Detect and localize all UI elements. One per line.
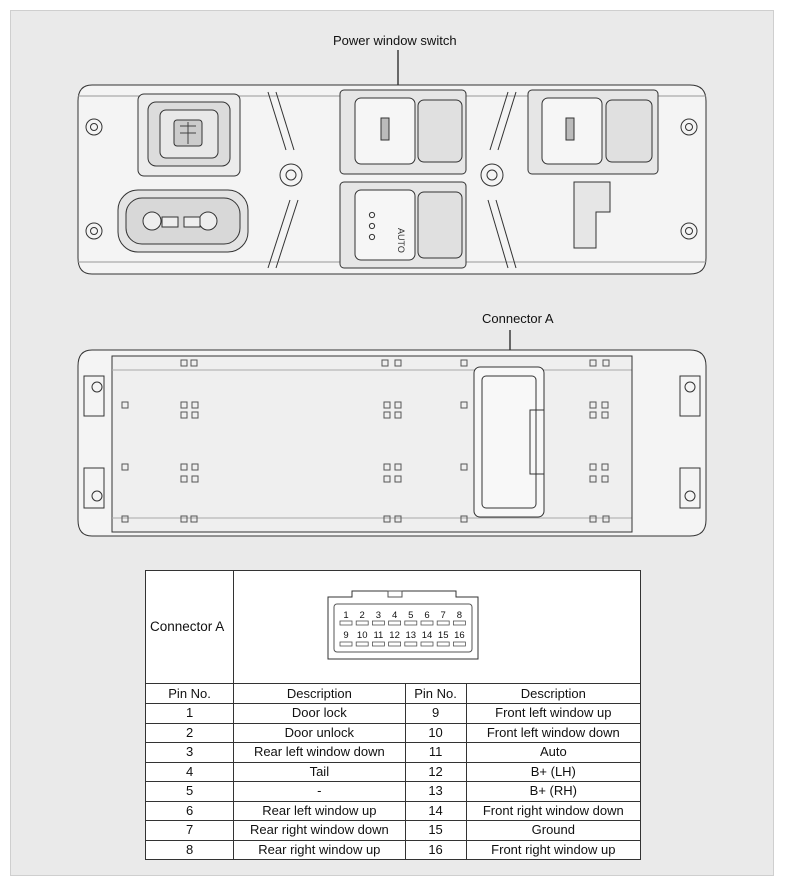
connector-pin-number: 12 (389, 630, 400, 641)
connector-pin-slot (453, 641, 466, 647)
desc-a: Tail (233, 761, 406, 782)
connector-pin-slot (420, 641, 434, 647)
connector-pin-slot (436, 620, 450, 626)
connector-pin-slot (355, 641, 369, 647)
connector-pin-number: 3 (376, 610, 381, 621)
connector-pin-number: 7 (441, 610, 446, 621)
switch-assembly-top-view (77, 84, 707, 275)
desc-b: Front left window up (465, 703, 642, 724)
connector-pin-number: 16 (454, 630, 465, 641)
pin-a: 4 (144, 761, 235, 782)
header-pin-a: Pin No. (144, 683, 235, 704)
connector-pin-slot (404, 641, 418, 647)
pin-b: 15 (404, 820, 467, 841)
pin-b: 14 (404, 800, 467, 821)
desc-a: Rear right window up (233, 839, 406, 860)
auto-label: AUTO (396, 228, 406, 253)
connector-pin-slot (453, 620, 466, 626)
connector-pin-slot (355, 620, 369, 626)
connector-pin-slot (339, 620, 353, 626)
pin-b: 10 (404, 722, 467, 743)
connector-pin-number: 10 (357, 630, 368, 641)
connector-pin-number: 13 (406, 630, 417, 641)
desc-b: Ground (465, 820, 642, 841)
desc-a: Rear right window down (233, 820, 406, 841)
desc-b: Auto (465, 742, 642, 763)
header-desc-a: Description (233, 683, 406, 704)
connector-pin-slot (372, 620, 385, 626)
connector-pin-number: 4 (392, 610, 397, 621)
desc-a: Rear left window down (233, 742, 406, 763)
desc-a: Door lock (233, 703, 406, 724)
connector-pin-number: 6 (425, 610, 430, 621)
switch-assembly-bottom-view (77, 349, 707, 537)
connector-pin-slot (436, 641, 450, 647)
pin-a: 2 (144, 722, 235, 743)
connector-name-cell: Connector A (144, 570, 235, 684)
connector-pin-number: 1 (344, 610, 349, 621)
pin-a: 5 (144, 781, 235, 802)
desc-a: - (233, 781, 406, 802)
connector-pin-number: 15 (438, 630, 449, 641)
connector-pin-slot (388, 620, 402, 626)
connector-pin-number: 14 (422, 630, 433, 641)
header-desc-b: Description (465, 683, 642, 704)
pin-b: 16 (404, 839, 467, 860)
desc-b: Front right window up (465, 839, 642, 860)
connector-pin-slot (372, 641, 385, 647)
connector-pin-number: 2 (360, 610, 365, 621)
pin-b: 9 (404, 703, 467, 724)
pin-b: 11 (404, 742, 467, 763)
connector-pin-number: 5 (408, 610, 413, 621)
desc-b: B+ (LH) (465, 761, 642, 782)
desc-a: Rear left window up (233, 800, 406, 821)
desc-b: Front right window down (465, 800, 642, 821)
table-header-row: Pin No. Description Pin No. Description (144, 683, 642, 704)
desc-b: Front left window down (465, 722, 642, 743)
connector-pin-slot (339, 641, 353, 647)
pin-a: 1 (144, 703, 235, 724)
header-pin-b: Pin No. (404, 683, 467, 704)
desc-b: B+ (RH) (465, 781, 642, 802)
desc-a: Door unlock (233, 722, 406, 743)
connector-pin-number: 8 (457, 610, 462, 621)
power-window-switch-label: Power window switch (333, 33, 457, 48)
connector-pin-slot (388, 641, 402, 647)
connector-pin-number: 9 (344, 630, 349, 641)
pin-a: 8 (144, 839, 235, 860)
pin-b: 12 (404, 761, 467, 782)
pin-a: 3 (144, 742, 235, 763)
connector-pin-number: 11 (374, 630, 384, 641)
pin-b: 13 (404, 781, 467, 802)
pin-a: 6 (144, 800, 235, 821)
connector-pin-slot (404, 620, 418, 626)
connector-pin-slot (420, 620, 434, 626)
pin-a: 7 (144, 820, 235, 841)
connector-a-label: Connector A (482, 311, 554, 326)
